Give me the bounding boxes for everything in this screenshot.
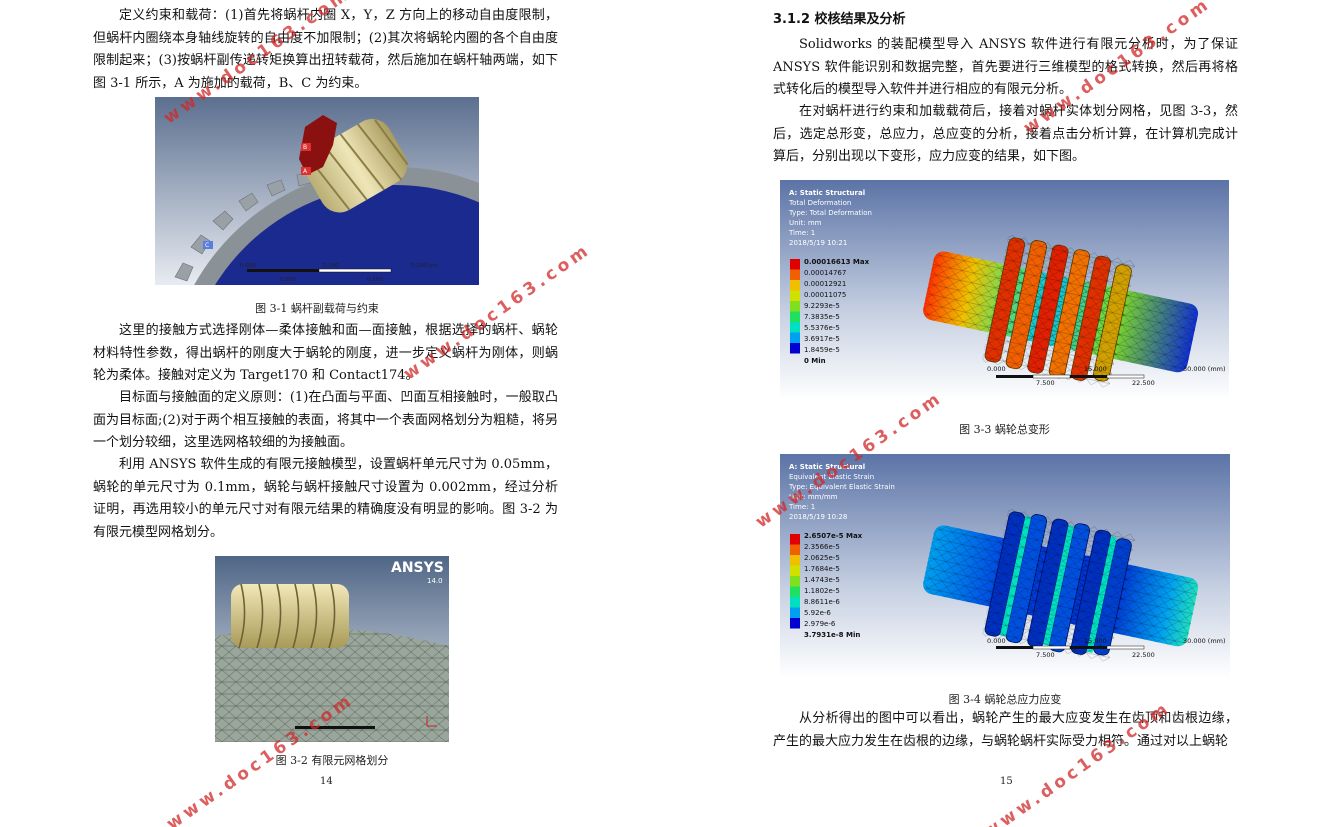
- ansys-version: 14.0: [427, 577, 443, 585]
- figure-3-4-legend: 2.6507e-5 Max 2.3566e-5 2.0625e-5 1.7684…: [790, 532, 863, 639]
- figure-3-4-scale-1: 15.000: [1084, 637, 1107, 645]
- figure-3-3-header-2: Type: Total Deformation: [788, 209, 872, 217]
- figure-3-3-image: A: Static Structural Total Deformation T…: [780, 180, 1229, 400]
- figure-3-1-label-b: B: [303, 144, 307, 151]
- right-paragraph-1: Solidworks 的装配模型导入 ANSYS 软件进行有限元分析时，为了保证…: [773, 37, 1238, 97]
- left-page-number: 14: [320, 776, 333, 787]
- figure-3-4-legend-1: 2.3566e-5: [804, 543, 840, 551]
- figure-3-3-total-deformation: A: Static Structural Total Deformation T…: [780, 180, 1229, 400]
- figure-3-4-caption: 图 3-4 蜗轮总应力应变: [948, 693, 1062, 706]
- left-paragraph-4: 利用 ANSYS 软件生成的有限元接触模型，设置蜗杆单元尺寸为 0.05mm，蜗…: [93, 457, 558, 540]
- left-paragraph-2: 这里的接触方式选择刚体—柔体接触和面—面接触，根据选择的蜗杆、蜗轮材料特性参数，…: [93, 323, 558, 383]
- figure-3-3-scale-2: 30.000 (mm): [1183, 365, 1226, 373]
- figure-3-4-header-5: 2018/5/19 10:28: [789, 513, 847, 521]
- figure-3-3-legend-6: 5.5376e-5: [804, 324, 840, 332]
- figure-3-2-caption: 图 3-2 有限元网格划分: [275, 754, 389, 767]
- figure-3-4-legend-3: 1.7684e-5: [804, 565, 840, 573]
- figure-3-4-scale-0: 0.000: [987, 637, 1006, 645]
- figure-3-3-scale-3: 7.500: [1036, 379, 1055, 387]
- section-heading: 3.1.2 校核结果及分析: [773, 12, 906, 27]
- figure-3-4-legend-0: 2.6507e-5 Max: [804, 532, 863, 540]
- figure-3-4-header-0: A: Static Structural: [789, 463, 865, 471]
- figure-3-1-scale-0: 0.000: [240, 263, 256, 269]
- figure-3-4-scale-3: 7.500: [1036, 651, 1055, 659]
- figure-3-1-scale-3: 0.050: [280, 277, 296, 283]
- figure-3-1-image: B A C 0.000 0.100 0.200 (m) 0.050 0.150: [155, 97, 479, 285]
- figure-3-4-header-4: Time: 1: [788, 503, 815, 511]
- figure-3-4-legend-5: 1.1802e-5: [804, 587, 840, 595]
- figure-3-1-label-a: A: [303, 168, 308, 175]
- figure-3-3-header-4: Time: 1: [788, 229, 815, 237]
- figure-3-4-legend-6: 8.8611e-6: [804, 598, 840, 606]
- figure-3-3-legend-2: 0.00012921: [804, 280, 846, 288]
- figure-3-3-legend-3: 0.00011075: [804, 291, 846, 299]
- figure-3-4-legend-7: 5.92e-6: [804, 609, 831, 617]
- figure-3-3-header-3: Unit: mm: [789, 219, 822, 227]
- figure-3-4-legend-2: 2.0625e-5: [804, 554, 840, 562]
- figure-3-3-header-1: Total Deformation: [788, 199, 851, 207]
- figure-3-3-legend-8: 1.8459e-5: [804, 346, 840, 354]
- figure-3-1-label-c: C: [205, 242, 209, 249]
- figure-3-3-legend-5: 7.3835e-5: [804, 313, 840, 321]
- right-paragraph-3: 从分析得出的图中可以看出，蜗轮产生的最大应变发生在齿顶和齿根边缘，产生的最大应力…: [773, 711, 1238, 749]
- left-page: 定义约束和载荷：(1)首先将蜗杆内圈 X，Y，Z 方向上的移动自由度限制，但蜗杆…: [0, 0, 658, 827]
- figure-3-3-legend-0: 0.00016613 Max: [804, 258, 870, 266]
- figure-3-1-caption: 图 3-1 蜗杆副载荷与约束: [255, 302, 379, 315]
- figure-3-4-legend-9: 3.7931e-8 Min: [804, 631, 860, 639]
- figure-3-4-legend-4: 1.4743e-5: [804, 576, 840, 584]
- figure-3-3-header-5: 2018/5/19 10:21: [789, 239, 847, 247]
- figure-3-2-mesh: ANSYS 14.0: [215, 556, 449, 742]
- right-page-number: 15: [1000, 776, 1013, 787]
- ansys-logo: ANSYS: [391, 560, 444, 576]
- figure-3-4-elastic-strain: A: Static Structural Equivalent Elastic …: [780, 454, 1230, 678]
- figure-3-3-scale-4: 22.500: [1132, 379, 1155, 387]
- figure-3-3-header-0: A: Static Structural: [789, 189, 865, 197]
- figure-3-1-scale-2: 0.200 (m): [411, 263, 438, 269]
- figure-3-3-scale-1: 15.000: [1084, 365, 1107, 373]
- figure-3-1-scale-1: 0.100: [323, 263, 339, 269]
- figure-3-1-scale-4: 0.150: [367, 277, 383, 283]
- left-paragraph-3: 目标面与接触面的定义原则：(1)在凸面与平面、凹面互相接触时，一般取凸面为目标面…: [93, 390, 558, 450]
- figure-3-3-legend-4: 9.2293e-5: [804, 302, 840, 310]
- figure-3-3-legend: 0.00016613 Max 0.00014767 0.00012921 0.0…: [790, 258, 870, 365]
- figure-3-2-image: ANSYS 14.0: [215, 556, 449, 742]
- figure-3-1-worm-load-constraint: B A C 0.000 0.100 0.200 (m) 0.050 0.150: [155, 97, 479, 285]
- left-paragraph-1: 定义约束和载荷：(1)首先将蜗杆内圈 X，Y，Z 方向上的移动自由度限制，但蜗杆…: [93, 8, 558, 91]
- figure-3-3-legend-1: 0.00014767: [804, 269, 846, 277]
- figure-3-3-legend-9: 0 Min: [804, 357, 826, 365]
- figure-3-4-legend-8: 2.979e-6: [804, 620, 836, 628]
- figure-3-3-scale-0: 0.000: [987, 365, 1006, 373]
- figure-3-4-header-2: Type: Equivalent Elastic Strain: [788, 483, 895, 491]
- figure-3-4-image: A: Static Structural Equivalent Elastic …: [780, 454, 1230, 678]
- figure-3-3-legend-7: 3.6917e-5: [804, 335, 840, 343]
- right-paragraph-2: 在对蜗杆进行约束和加载载荷后，接着对蜗杆实体划分网格，见图 3-3，然后，选定总…: [773, 104, 1238, 164]
- figure-3-4-scale-4: 22.500: [1132, 651, 1155, 659]
- figure-3-4-scale-2: 30.000 (mm): [1183, 637, 1226, 645]
- figure-3-3-caption: 图 3-3 蜗轮总变形: [959, 423, 1050, 436]
- figure-3-4-header-3: Unit: mm/mm: [789, 493, 838, 501]
- right-page: 3.1.2 校核结果及分析 Solidworks 的装配模型导入 ANSYS 软…: [658, 0, 1317, 827]
- figure-3-4-header-1: Equivalent Elastic Strain: [789, 473, 874, 481]
